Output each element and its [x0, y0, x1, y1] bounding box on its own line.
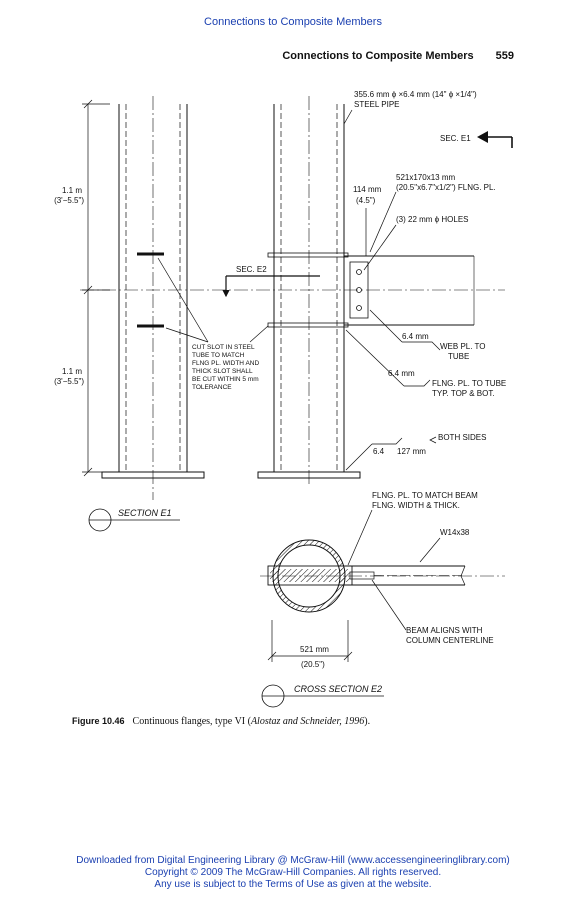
flng-weld-symbol — [404, 379, 431, 387]
both-sides-label: BOTH SIDES — [438, 433, 486, 442]
beam-aligns-label-1: BEAM ALIGNS WITH — [406, 626, 483, 635]
footer-download-link[interactable]: Downloaded from Digital Engineering Libr… — [76, 855, 510, 866]
slot-note-line: BE CUT WITHIN 5 mm — [192, 376, 259, 383]
both-sides-tail — [429, 436, 437, 444]
flng-pl-size: 521x170x13 mm — [396, 173, 455, 182]
caption-text: Continuous flanges, type VI ( — [132, 716, 251, 727]
pipe-size-label: 355.6 mm ϕ ×6.4 mm (14" ϕ ×1/4") — [354, 90, 477, 99]
flng-tube-label-2: TYP. TOP & BOT. — [432, 389, 495, 398]
dim-top-m: 1.1 m — [62, 186, 82, 195]
slot-leader-top — [157, 257, 209, 343]
flng-match-leader — [347, 509, 373, 566]
slot-note-line: FLNG PL. WIDTH AND — [192, 360, 259, 367]
flng-match-label-1: FLNG. PL. TO MATCH BEAM — [372, 491, 478, 500]
flng-weld-dim: 6.4 mm — [388, 369, 415, 378]
footer-terms: Any use is subject to the Terms of Use a… — [154, 879, 432, 890]
flng-weld-leader — [345, 329, 405, 387]
web-weld-symbol — [402, 341, 441, 351]
beam-aligns-leader — [371, 579, 407, 631]
flng-pl-size-in: (20.5"x6.7"x1/2") FLNG. PL. — [396, 183, 496, 192]
both-sides-leader — [345, 443, 373, 471]
sec-e2-marker — [222, 275, 320, 298]
flng-pl-leader — [369, 191, 397, 253]
slot-note-line: TUBE TO MATCH — [192, 352, 245, 359]
web-weld-dim: 6.4 mm — [402, 332, 429, 341]
web-weld-leader — [369, 309, 403, 343]
slot-note-line: TOLERANCE — [192, 384, 232, 391]
pipe-type-label: STEEL PIPE — [354, 100, 400, 109]
dim-521-mm: 521 mm — [300, 645, 329, 654]
section-e1-text: SECTION E1 — [118, 508, 172, 518]
caption-end: ). — [364, 716, 371, 727]
weld-length: 127 mm — [397, 447, 426, 456]
figure-label: Figure 10.46 — [72, 716, 125, 726]
download-footer: Downloaded from Digital Engineering Libr… — [0, 855, 586, 891]
beam-size-label: W14x38 — [440, 528, 470, 537]
dim-top-in: (3'−5.5") — [54, 196, 84, 205]
dim-114-mm: 114 mm — [353, 185, 382, 194]
cross-section-e2-text: CROSS SECTION E2 — [294, 684, 382, 694]
flng-tube-label-1: FLNG. PL. TO TUBE — [432, 379, 506, 388]
flng-match-label-2: FLNG. WIDTH & THICK. — [372, 501, 460, 510]
pipe-leader — [343, 109, 353, 125]
top-library-link[interactable]: Connections to Composite Members — [204, 16, 382, 28]
running-header: Connections to Composite Members 559 — [282, 50, 514, 62]
side-view-column — [257, 96, 475, 486]
slot-note-line: CUT SLOT IN STEEL — [192, 344, 255, 351]
section-e1-column — [101, 96, 205, 500]
beam-size-leader — [419, 537, 441, 563]
slot-note: CUT SLOT IN STEEL TUBE TO MATCH FLNG PL.… — [192, 344, 259, 391]
dim-bot-m: 1.1 m — [62, 367, 82, 376]
slot-note-line: THICK SLOT SHALL — [192, 368, 253, 375]
dim-bot-in: (3'−5.5") — [54, 377, 84, 386]
cross-section-beam — [345, 565, 466, 586]
footer-copyright: Copyright © 2009 The McGraw-Hill Compani… — [144, 867, 442, 878]
web-pl-label-2: TUBE — [448, 352, 469, 361]
cross-section-e2-title: CROSS SECTION E2 — [261, 684, 384, 708]
left-dimension-lines — [82, 99, 110, 477]
sec-e1-label: SEC. E1 — [440, 134, 471, 143]
dim-521 — [267, 620, 353, 662]
slot-leader-bot — [165, 327, 209, 343]
page-number: 559 — [495, 50, 514, 62]
slot-leader-right — [249, 325, 269, 343]
both-sides-symbol — [372, 437, 403, 445]
dim-521-in: (20.5") — [301, 660, 325, 669]
figure-caption: Figure 10.46 Continuous flanges, type VI … — [72, 716, 370, 727]
running-title: Connections to Composite Members — [282, 50, 474, 62]
section-e1-title: SECTION E1 — [88, 508, 180, 532]
beam-aligns-label-2: COLUMN CENTERLINE — [406, 636, 494, 645]
web-pl-label-1: WEB PL. TO — [440, 342, 486, 351]
connection-drawing: 1.1 m (3'−5.5") 1.1 m (3'−5.5") SEC. E2 … — [54, 90, 513, 708]
sec-e2-label: SEC. E2 — [236, 265, 267, 274]
holes-label: (3) 22 mm ϕ HOLES — [396, 215, 469, 224]
caption-citation: Alostaz and Schneider, 1996 — [250, 716, 365, 727]
weld-size: 6.4 — [373, 447, 385, 456]
sec-e1-arrow — [477, 131, 513, 148]
holes-leader — [363, 224, 397, 271]
dim-114-in: (4.5") — [356, 196, 376, 205]
